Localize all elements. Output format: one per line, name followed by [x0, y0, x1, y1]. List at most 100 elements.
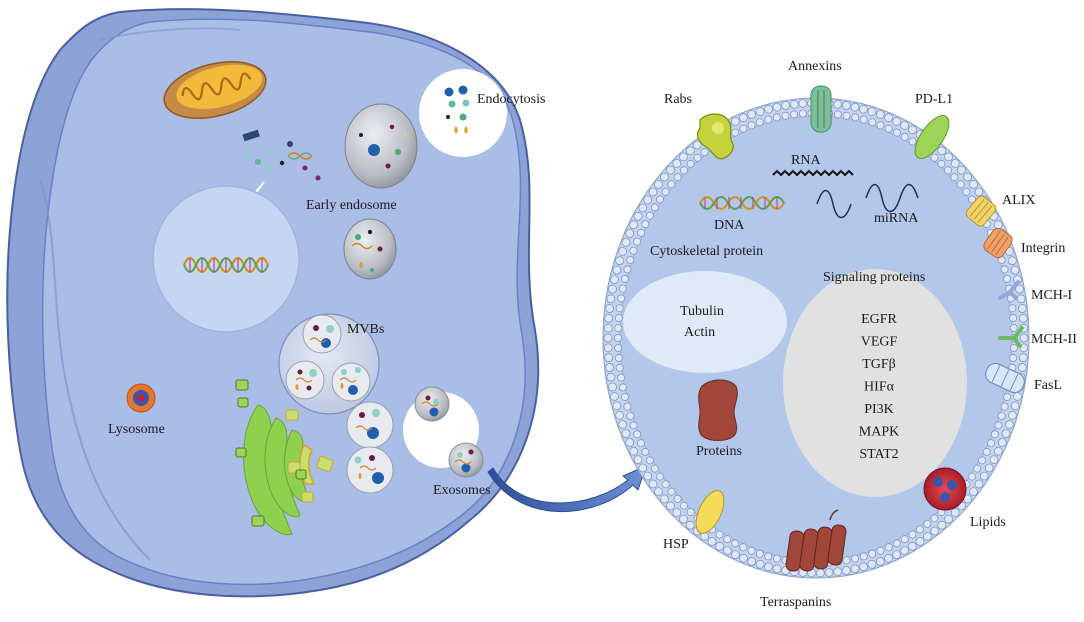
membrane-bead: [875, 557, 885, 566]
membrane-bead: [1008, 256, 1017, 266]
membrane-bead: [739, 543, 748, 552]
signaling-protein-item: TGFβ: [862, 357, 896, 372]
membrane-bead: [950, 508, 960, 517]
membrane-bead: [842, 101, 851, 110]
membrane-bead: [833, 110, 842, 119]
membrane-bead: [764, 552, 773, 561]
membrane-bead: [610, 391, 619, 401]
parent-cell: Endocytosis Early endosome MVBs Lysosome…: [6, 8, 545, 598]
membrane-bead: [1016, 294, 1026, 304]
signaling-protein-item: STAT2: [859, 447, 898, 462]
nucleus: [152, 185, 300, 333]
membrane-bead: [987, 439, 996, 448]
rabs-protein-icon: [696, 113, 734, 160]
cell-fold: [99, 27, 241, 41]
membrane-bead: [969, 179, 978, 189]
membrane-bead: [621, 429, 631, 439]
membrane-bead: [620, 392, 629, 401]
membrane-bead: [755, 107, 765, 117]
membrane-bead: [612, 401, 622, 411]
membrane-bead: [1013, 391, 1022, 401]
cytoskeletal-protein-label: Cytoskeletal protein: [650, 244, 763, 259]
membrane-bead: [629, 421, 638, 430]
dna-label: DNA: [714, 218, 745, 233]
membrane-bead: [930, 526, 940, 536]
membrane-bead: [672, 508, 682, 517]
golgi-apparatus: [235, 379, 334, 536]
membrane-bead: [603, 323, 613, 333]
membrane-bead: [875, 110, 885, 119]
signaling-protein-item: HIFα: [864, 380, 895, 395]
membrane-bead: [908, 125, 917, 135]
membrane-bead: [641, 220, 650, 229]
mch2-label: MCH-II: [1031, 332, 1077, 347]
membrane-bead: [661, 187, 670, 196]
membrane-bead: [859, 552, 868, 561]
membrane-bead: [625, 229, 635, 238]
membrane-bead: [1005, 420, 1014, 429]
membrane-bead: [606, 294, 616, 304]
terraspanins-label: Terraspanins: [760, 595, 831, 610]
membrane-bead: [974, 479, 984, 489]
membrane-bead: [868, 118, 877, 127]
membrane-bead: [618, 383, 627, 392]
membrane-bead: [968, 472, 977, 481]
mitochondrion-icon: [163, 61, 267, 119]
early-endosome-vesicle: [344, 103, 418, 189]
membrane-bead: [679, 514, 688, 524]
membrane-bead: [747, 110, 757, 119]
membrane-bead: [816, 568, 825, 578]
membrane-bead: [614, 314, 623, 323]
fasl-label: FasL: [1034, 378, 1062, 393]
membrane-bead: [1009, 353, 1018, 362]
membrane-bead: [1018, 313, 1028, 323]
membrane-bead: [660, 172, 669, 182]
release-arrow: [487, 465, 647, 512]
membrane-bead: [859, 115, 868, 124]
membrane-bead: [633, 237, 642, 246]
mirna-label: miRNA: [874, 211, 919, 226]
membrane-bead: [605, 363, 614, 372]
membrane-bead: [633, 430, 642, 439]
membrane-bead: [626, 255, 635, 264]
membrane-bead: [686, 508, 695, 517]
membrane-bead: [781, 111, 790, 120]
membrane-bead: [747, 546, 756, 555]
membrane-bead: [608, 382, 617, 392]
membrane-bead: [973, 464, 982, 473]
membrane-bead: [876, 546, 885, 555]
membrane-bead: [772, 102, 782, 112]
membrane-bead: [739, 113, 748, 123]
membrane-bead: [884, 113, 893, 123]
terraspanins-protein-icon: [785, 509, 847, 572]
membrane-bead: [984, 463, 994, 473]
mirna-strand-icon: [816, 189, 852, 219]
membrane-bead: [1009, 314, 1018, 323]
endosome-vesicle-2: [343, 218, 397, 280]
membrane-bead: [605, 304, 614, 313]
membrane-bead: [930, 153, 939, 162]
mvb: [278, 313, 380, 415]
membrane-bead: [978, 456, 987, 465]
lysosome-icon: [126, 383, 156, 413]
membrane-bead: [969, 487, 978, 497]
membrane-bead: [944, 166, 953, 175]
mvbs-label: MVBs: [347, 322, 384, 337]
membrane-bead: [693, 153, 702, 162]
membrane-bead: [867, 107, 877, 117]
membrane-bead: [626, 411, 635, 420]
membrane-bead: [610, 275, 619, 285]
membrane-bead: [923, 520, 932, 529]
membrane-bead: [648, 187, 658, 197]
membrane-bead: [755, 549, 764, 558]
membrane-bead: [707, 537, 717, 546]
membrane-bead: [997, 438, 1007, 447]
exosomes-label: Exosomes: [433, 483, 491, 498]
membrane-bead: [615, 410, 624, 420]
membrane-bead: [654, 179, 663, 189]
membrane-bead: [764, 104, 773, 114]
membrane-bead: [962, 187, 971, 196]
